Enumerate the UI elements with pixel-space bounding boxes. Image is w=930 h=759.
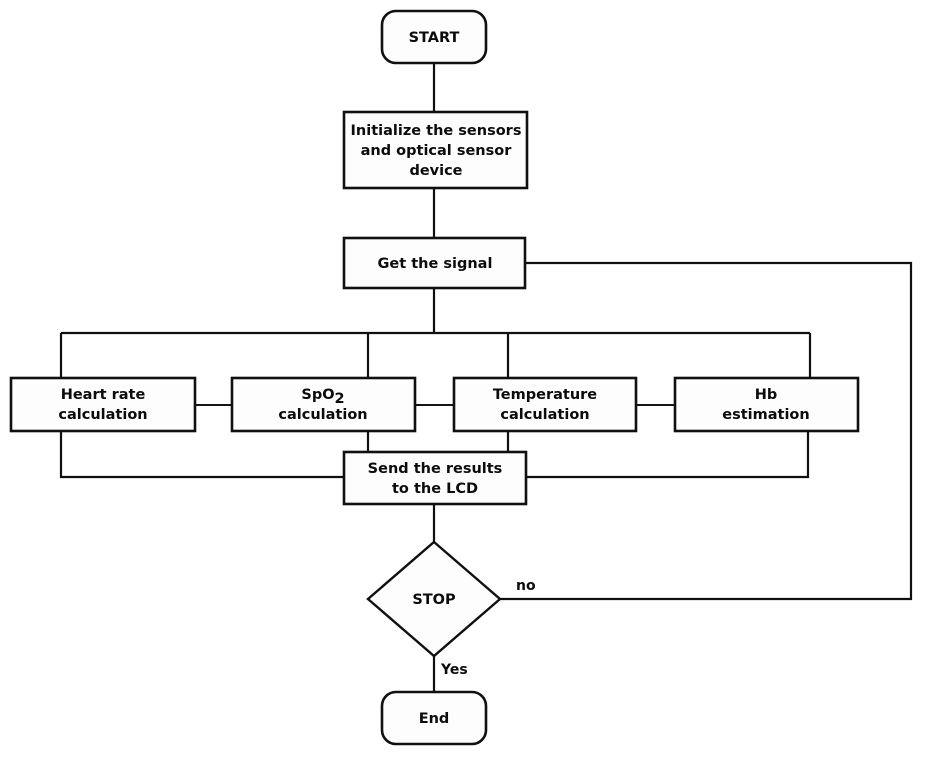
stop-decision-shape — [366, 540, 502, 658]
get-signal-shape — [342, 236, 527, 290]
end-shape — [380, 690, 488, 746]
node-heart-rate[interactable]: Heart rate calculation — [9, 376, 197, 433]
connector-stop-no-feedback-loop — [500, 261, 913, 601]
node-start[interactable]: START — [380, 9, 488, 65]
get-signal-label: Get the signal — [378, 256, 493, 272]
start-label: START — [409, 30, 460, 46]
node-end[interactable]: End — [380, 690, 488, 746]
node-get-signal[interactable]: Get the signal — [342, 236, 527, 290]
end-label: End — [419, 711, 450, 727]
send-results-label-line1: Send the results — [368, 461, 503, 477]
initialize-label-line3: device — [409, 163, 462, 179]
heart-rate-label-line2: calculation — [58, 407, 147, 423]
hb-estimation-label-line2: estimation — [722, 407, 809, 423]
connector-layer — [59, 63, 913, 692]
heart-rate-shape — [9, 376, 197, 433]
initialize-shape — [342, 110, 529, 190]
temperature-shape — [452, 376, 638, 433]
initialize-label-line2: and optical sensor — [361, 143, 513, 159]
connector-return-heart-rate — [59, 431, 344, 479]
hb-estimation-label-line1: Hb — [755, 387, 778, 403]
spo2-label-line1: SpO2 — [301, 387, 344, 407]
node-send-results[interactable]: Send the results to the LCD — [342, 450, 528, 506]
yes-branch-label: Yes — [440, 662, 468, 678]
send-results-shape — [342, 450, 528, 506]
node-spo2[interactable]: SpO2 calculation — [230, 376, 417, 433]
node-temperature[interactable]: Temperature calculation — [452, 376, 638, 433]
start-shape — [380, 9, 488, 65]
no-branch-label: no — [516, 578, 536, 594]
temperature-label-line1: Temperature — [493, 387, 597, 403]
node-stop-decision[interactable]: STOP — [366, 540, 502, 658]
stop-decision-label: STOP — [412, 592, 456, 608]
heart-rate-label-line1: Heart rate — [61, 387, 146, 403]
spo2-label-main: SpO — [301, 387, 334, 403]
send-results-label-line2: to the LCD — [392, 481, 478, 497]
node-hb-estimation[interactable]: Hb estimation — [673, 376, 860, 433]
hb-estimation-shape — [673, 376, 860, 433]
spo2-label-subscript: 2 — [335, 391, 345, 407]
initialize-label-line1: Initialize the sensors — [351, 123, 522, 139]
connector-return-hb — [526, 431, 810, 479]
spo2-label-line2: calculation — [278, 407, 367, 423]
temperature-label-line2: calculation — [500, 407, 589, 423]
spo2-shape — [230, 376, 417, 433]
edge-label-layer: no Yes — [440, 578, 536, 678]
node-initialize[interactable]: Initialize the sensors and optical senso… — [342, 110, 529, 190]
